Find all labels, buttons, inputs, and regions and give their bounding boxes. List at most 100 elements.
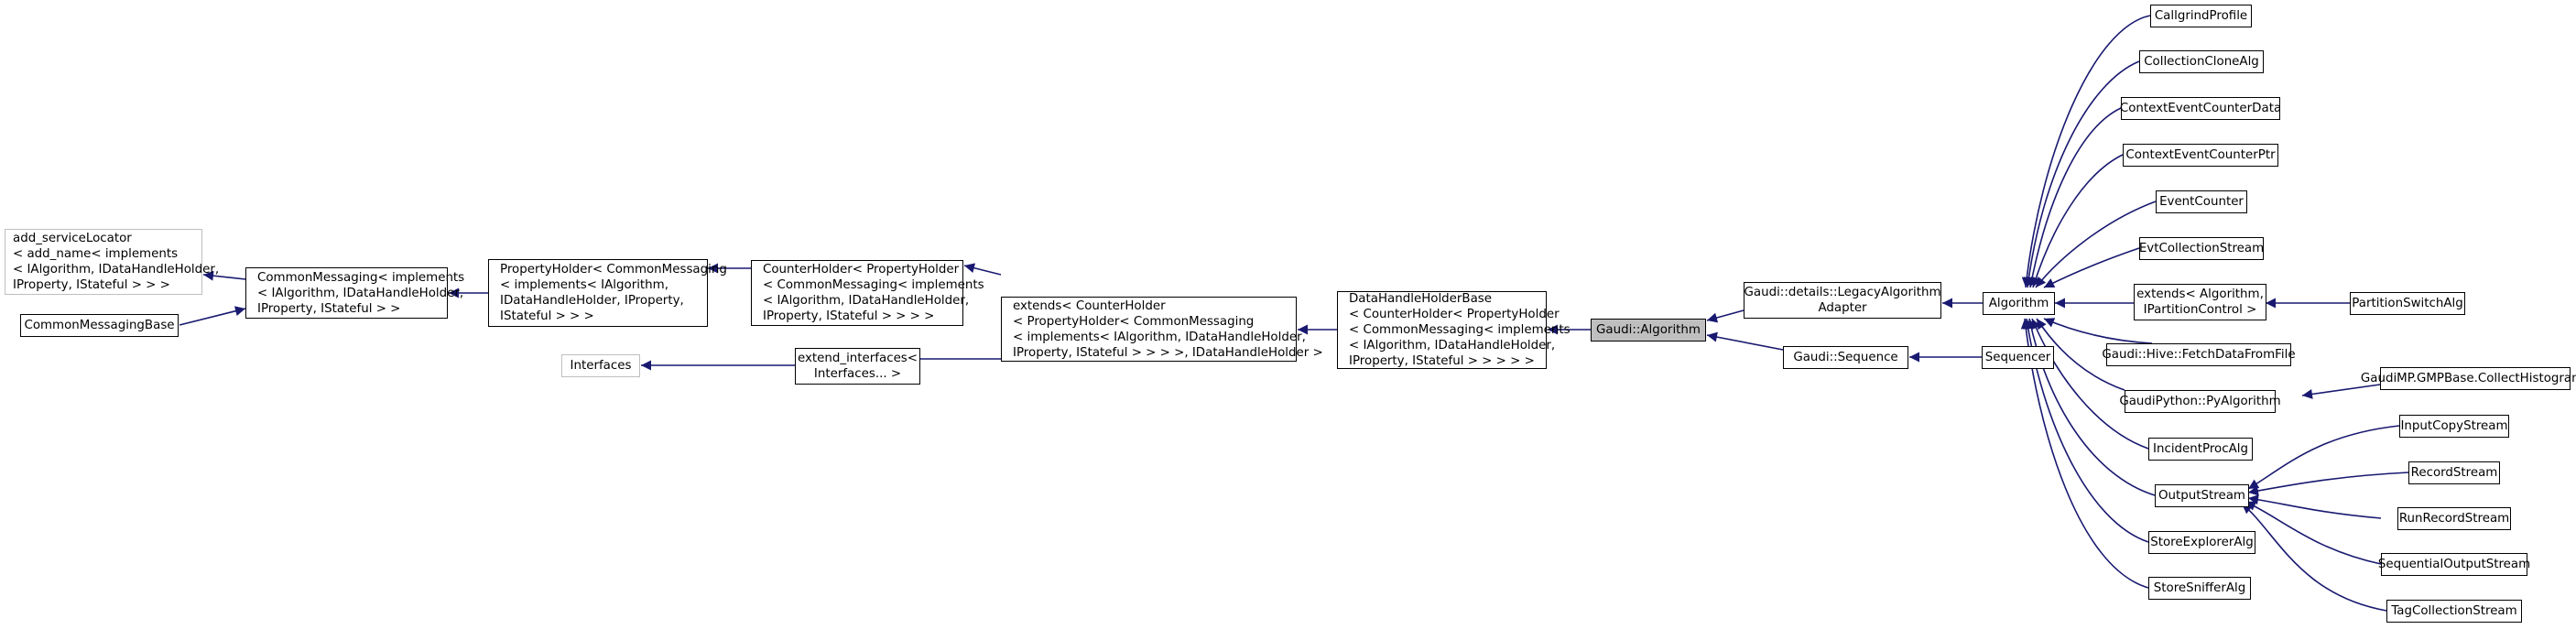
context-event-counter-data-node[interactable]: ContextEventCounterData — [2119, 97, 2282, 120]
edge-tag-collection-stream — [2241, 503, 2387, 612]
node-label: < PropertyHolder< CommonMessaging — [1013, 314, 1255, 329]
edge-event-counter — [2035, 201, 2157, 288]
node-label: TagCollectionStream — [2391, 604, 2517, 618]
edge-sequential-output-stream — [2244, 501, 2382, 565]
node-label: < implements< IAlgorithm, — [500, 278, 668, 292]
edge-incident-proc-alg — [2031, 318, 2149, 450]
node-label: PartitionSwitchAlg — [2352, 297, 2463, 310]
incident-proc-alg-node[interactable]: IncidentProcAlg — [2148, 438, 2253, 461]
node-label: Interfaces... > — [813, 367, 902, 381]
node-label: extend_interfaces< — [797, 352, 918, 365]
tag-collection-stream-node[interactable]: TagCollectionStream — [2386, 600, 2522, 623]
edge-extends-counter-holder — [963, 263, 1002, 276]
interfaces-node[interactable]: Interfaces — [561, 354, 640, 377]
node-label: DataHandleHolderBase — [1349, 292, 1493, 306]
node-label: Gaudi::details::LegacyAlgorithm — [1744, 286, 1941, 299]
node-label: extends< CounterHolder — [1013, 298, 1166, 313]
edge-fetch-data-from-file — [2043, 318, 2153, 344]
sequencer-node[interactable]: Sequencer — [1982, 346, 2054, 369]
gaudi-algorithm-node[interactable]: Gaudi::Algorithm — [1591, 319, 1706, 342]
node-label: IProperty, IStateful > > > — [13, 278, 170, 292]
node-label: CommonMessagingBase — [24, 319, 175, 332]
node-label: < CommonMessaging< implements — [763, 278, 984, 292]
node-label: OutputStream — [2158, 489, 2245, 503]
node-label: < IAlgorithm, IDataHandleHolder, — [1349, 339, 1556, 352]
context-event-counter-ptr-node[interactable]: ContextEventCounterPtr — [2123, 144, 2278, 167]
edge-input-copy-stream — [2247, 425, 2400, 490]
run-record-stream-node[interactable]: RunRecordStream — [2397, 507, 2511, 530]
node-label: InputCopyStream — [2400, 419, 2508, 433]
store-sniffer-alg-node[interactable]: StoreSnifferAlg — [2148, 577, 2251, 600]
node-label: CommonMessaging< implements — [257, 270, 465, 285]
node-label: < add_name< implements — [13, 247, 179, 261]
extends-ipartition-control-node[interactable]: extends< Algorithm,IPartitionControl > — [2134, 284, 2266, 320]
py-algorithm-node[interactable]: GaudiPython::PyAlgorithm — [2119, 390, 2281, 413]
edge-py-algorithm — [2036, 318, 2125, 391]
node-label: EventCounter — [2159, 195, 2244, 209]
node-label: IProperty, IStateful > > > > > — [1349, 354, 1535, 368]
node-label: Gaudi::Sequence — [1793, 351, 1898, 364]
edge-context-event-counter-data — [2027, 107, 2122, 288]
partition-switch-alg-node[interactable]: PartitionSwitchAlg — [2350, 292, 2465, 315]
node-label: < IAlgorithm, IDataHandleHolder, — [763, 294, 970, 308]
event-counter-node[interactable]: EventCounter — [2156, 190, 2247, 213]
node-label: CounterHolder< PropertyHolder — [763, 263, 960, 277]
gaudi-sequence-node[interactable]: Gaudi::Sequence — [1783, 346, 1908, 369]
node-label: < implements< IAlgorithm, IDataHandleHol… — [1013, 330, 1306, 344]
collect-histograms-node[interactable]: GaudiMP.GMPBase.CollectHistograms — [2361, 367, 2576, 390]
node-label: add_serviceLocator — [13, 232, 132, 245]
evt-collection-stream-node[interactable]: EvtCollectionStream — [2139, 237, 2264, 260]
node-label: IPartitionControl > — [2143, 303, 2257, 317]
node-label: RunRecordStream — [2398, 512, 2510, 526]
node-label: IncidentProcAlg — [2153, 442, 2248, 456]
node-label: PropertyHolder< CommonMessaging — [500, 263, 727, 277]
node-label: SequentialOutputStream — [2377, 558, 2531, 571]
input-copy-stream-node[interactable]: InputCopyStream — [2399, 415, 2509, 438]
edge-record-stream — [2247, 472, 2409, 496]
node-label: Adapter — [1818, 301, 1867, 315]
node-label: ContextEventCounterPtr — [2125, 148, 2276, 162]
edge-run-record-stream — [2247, 494, 2382, 519]
edge-add-service-locator — [202, 270, 246, 281]
common-messaging-node[interactable]: CommonMessaging< implements< IAlgorithm,… — [245, 267, 464, 319]
node-label: < CounterHolder< PropertyHolder — [1349, 308, 1560, 321]
output-stream-node[interactable]: OutputStream — [2155, 484, 2249, 507]
counter-holder-node[interactable]: CounterHolder< PropertyHolder< CommonMes… — [751, 260, 984, 326]
node-label: GaudiMP.GMPBase.CollectHistograms — [2360, 372, 2576, 385]
node-label: < CommonMessaging< implements — [1349, 323, 1571, 337]
extends-counter-holder-node[interactable]: extends< CounterHolder< PropertyHolder< … — [1001, 297, 1323, 362]
edge-collect-histograms — [2301, 384, 2381, 399]
callgrind-profile-node[interactable]: CallgrindProfile — [2150, 5, 2252, 27]
record-stream-node[interactable]: RecordStream — [2408, 461, 2500, 484]
node-label: RecordStream — [2410, 466, 2498, 480]
edge-context-event-counter-ptr — [2031, 154, 2124, 288]
node-label: Sequencer — [1984, 351, 2051, 364]
property-holder-node[interactable]: PropertyHolder< CommonMessaging< impleme… — [488, 259, 727, 327]
node-label: IStateful > > > — [500, 309, 594, 323]
edge-common-messaging-base — [179, 306, 246, 326]
data-handle-holder-base-node[interactable]: DataHandleHolderBase < CounterHolder< Pro… — [1337, 291, 1571, 369]
node-label: < IAlgorithm, IDataHandleHolder, — [257, 286, 464, 300]
node-label: IDataHandleHolder, IProperty, — [500, 294, 684, 308]
node-label: CollectionCloneAlg — [2144, 55, 2259, 69]
store-explorer-alg-node[interactable]: StoreExplorerAlg — [2148, 531, 2255, 554]
node-label: ContextEventCounterData — [2119, 102, 2282, 115]
common-messaging-base-node[interactable]: CommonMessagingBase — [20, 314, 179, 337]
edge-collection-clone-alg — [2023, 60, 2140, 288]
node-label: IProperty, IStateful > > > >, IDataHandl… — [1013, 345, 1323, 360]
sequential-output-stream-node[interactable]: SequentialOutputStream — [2377, 553, 2531, 576]
node-label: IProperty, IStateful > > > > — [763, 309, 935, 323]
node-label: IProperty, IStateful > > — [257, 301, 401, 316]
node-label: Gaudi::Hive::FetchDataFromFile — [2102, 348, 2296, 362]
collection-clone-alg-node[interactable]: CollectionCloneAlg — [2139, 50, 2264, 73]
node-label: Gaudi::Algorithm — [1596, 323, 1701, 337]
edge-callgrind-profile — [2021, 15, 2151, 288]
add-service-locator-node[interactable]: add_serviceLocator < add_name< implements… — [5, 229, 219, 295]
algorithm-node[interactable]: Algorithm — [1983, 292, 2055, 315]
node-label: StoreSnifferAlg — [2153, 581, 2246, 595]
node-label: < IAlgorithm, IDataHandleHolder, — [13, 263, 220, 277]
node-label: EvtCollectionStream — [2138, 242, 2265, 255]
extend-interfaces-node[interactable]: extend_interfaces< Interfaces... > — [795, 348, 920, 385]
fetch-data-from-file-node[interactable]: Gaudi::Hive::FetchDataFromFile — [2102, 343, 2296, 366]
